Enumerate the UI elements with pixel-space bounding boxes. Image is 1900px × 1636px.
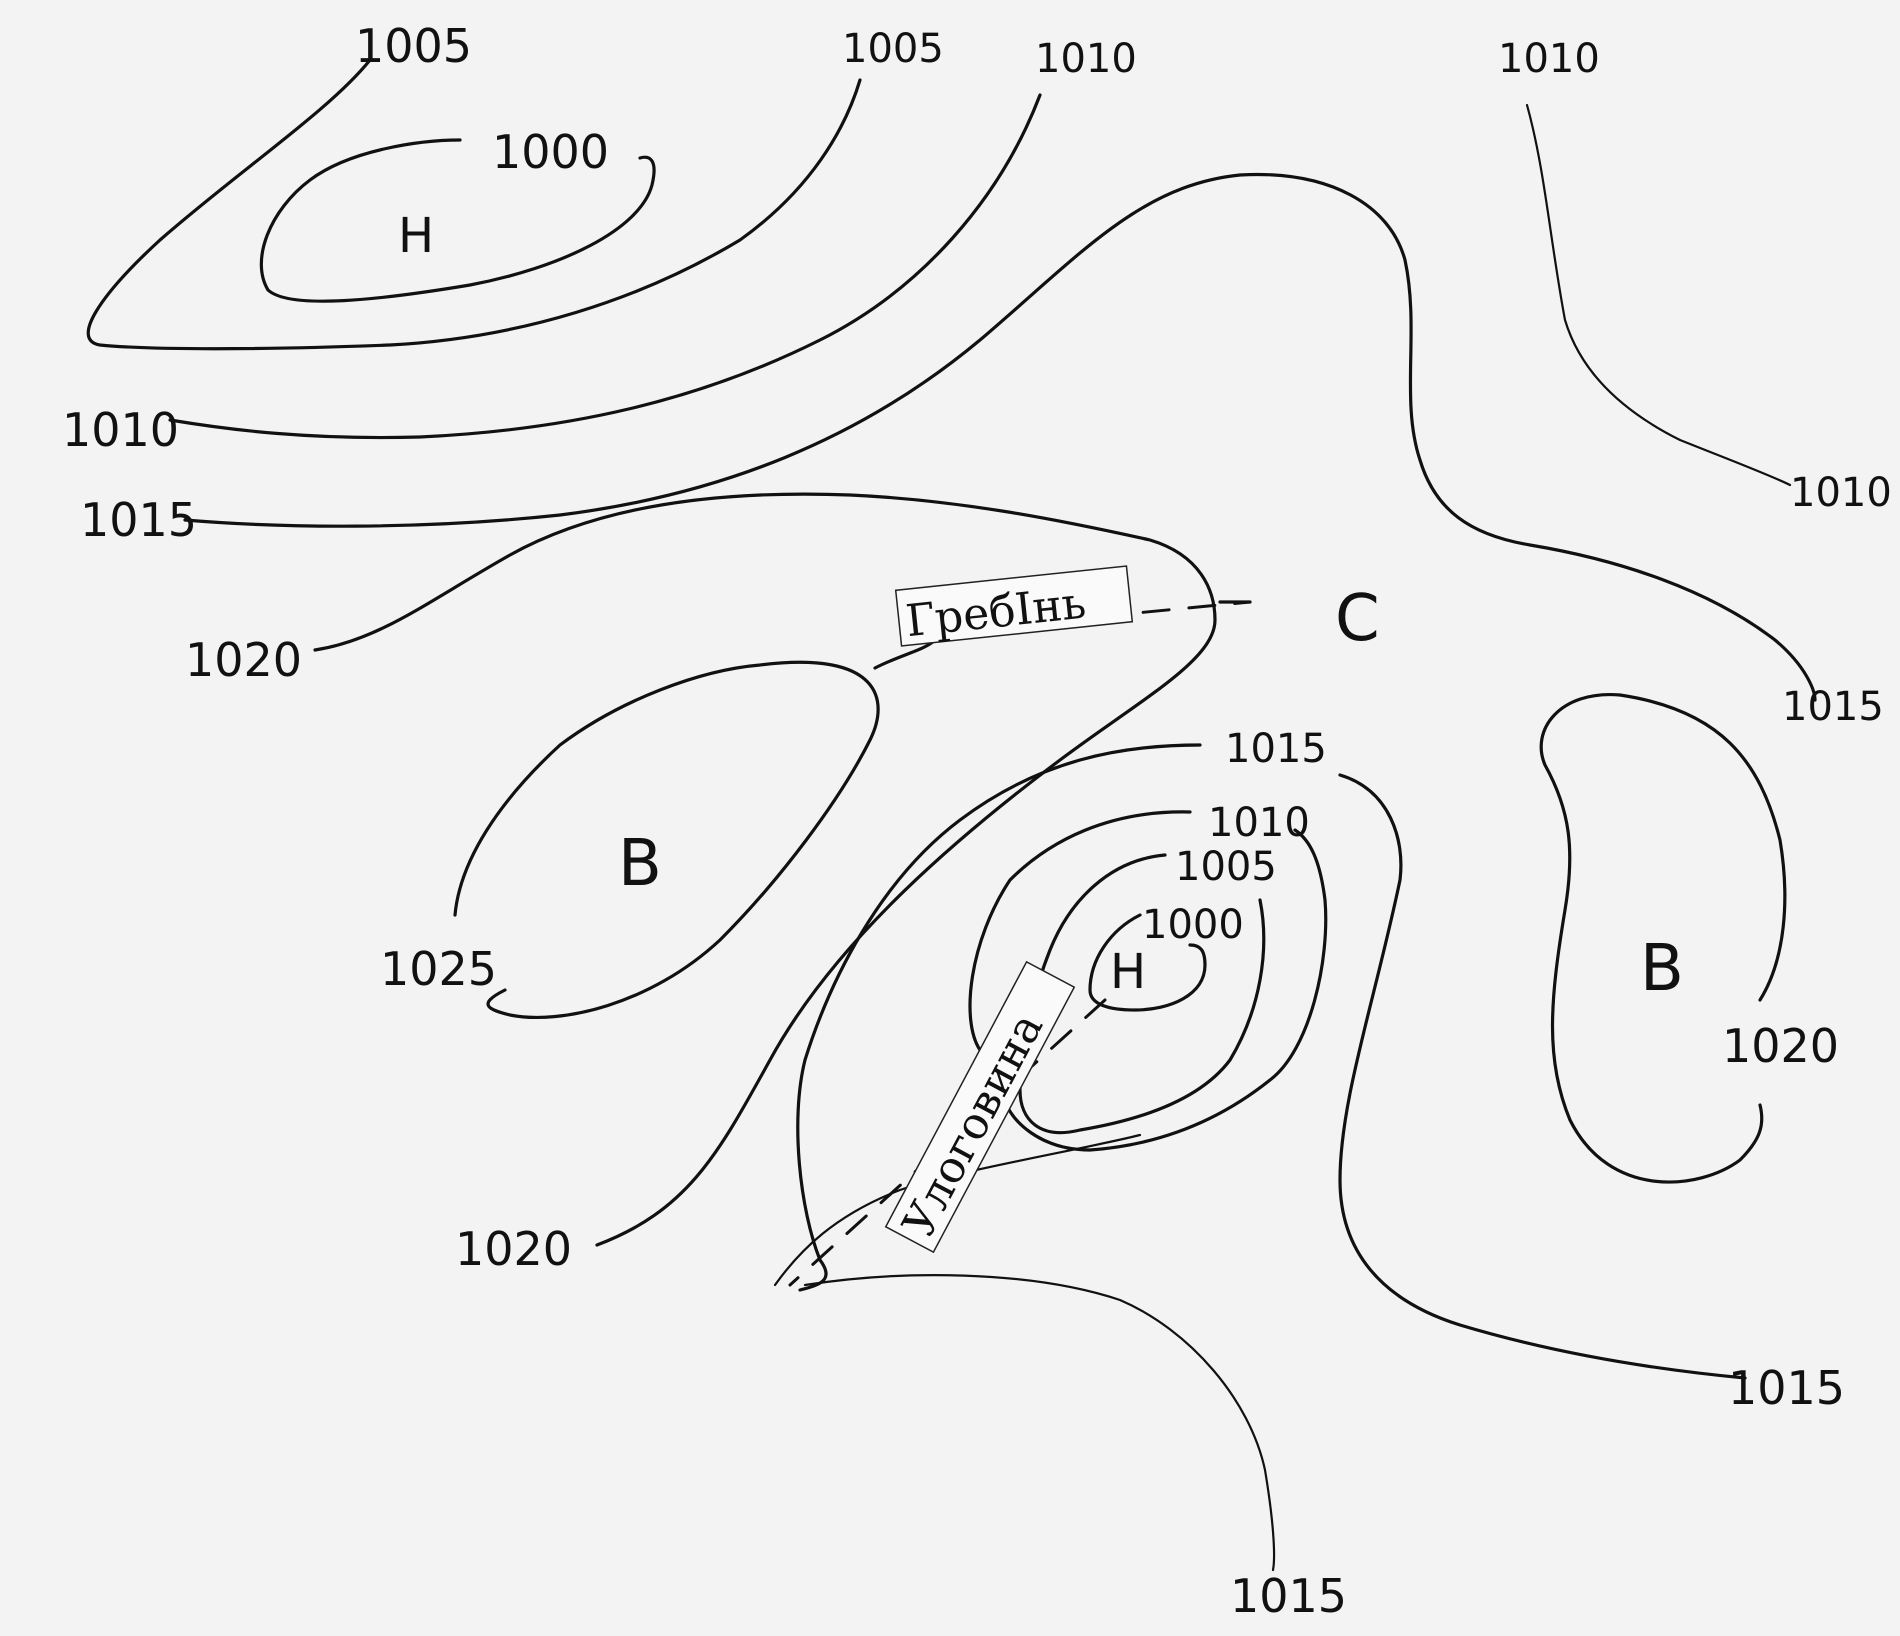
label-1020-bottom: 1020: [455, 1222, 572, 1276]
isobar-1010-central: [968, 810, 1328, 1152]
label-1010-top-b: 1010: [1498, 36, 1600, 82]
isobar-1015-south: [803, 1274, 1276, 1572]
center-saddle: С: [1335, 582, 1380, 656]
isobar-1015-north: [183, 172, 1817, 702]
trough-label: Улоговина: [893, 1005, 1053, 1246]
isobar-1020-ridge: [313, 492, 1217, 1247]
center-high-east: В: [1640, 932, 1684, 1006]
label-1010-central: 1010: [1208, 800, 1310, 846]
isobar-1010-north: [168, 93, 1042, 440]
isobar-1020-east: [1539, 693, 1787, 1184]
label-1020-left: 1020: [185, 633, 302, 687]
center-low-nw: Н: [398, 208, 434, 264]
label-1015-central: 1015: [1225, 726, 1327, 772]
label-1010-left: 1010: [62, 403, 179, 457]
label-1015-southeast: 1015: [1728, 1361, 1845, 1415]
isobar-1005-central: [1018, 853, 1266, 1135]
trough-label-plate: [884, 960, 1076, 1254]
isobar-1025-west: [453, 660, 880, 1019]
center-high-west: В: [618, 827, 662, 901]
trough-axis-line: [788, 998, 1107, 1287]
label-1010-top-a: 1010: [1035, 36, 1137, 82]
isobar-1000-nw: [259, 138, 656, 303]
label-1015-bottom: 1015: [1230, 1569, 1347, 1623]
center-low-central: Н: [1110, 944, 1146, 1000]
label-1015-left: 1015: [80, 493, 197, 547]
label-1000-central: 1000: [1142, 902, 1244, 948]
label-1005-top-mid: 1005: [842, 26, 944, 72]
isobar-1010-northeast: [1525, 103, 1792, 487]
label-1025-west: 1025: [380, 942, 497, 996]
label-1015-right: 1015: [1782, 684, 1884, 730]
label-1005-central: 1005: [1175, 844, 1277, 890]
label-1010-right: 1010: [1790, 470, 1892, 516]
isobar-1015-east-south: [1338, 773, 1747, 1380]
label-1020-east: 1020: [1722, 1019, 1839, 1073]
label-1000-nw: 1000: [492, 125, 609, 179]
isobar-1005-nw: [86, 58, 862, 351]
label-1005-top-left: 1005: [355, 19, 472, 73]
isobar-1000-central: [1088, 913, 1207, 1012]
ridge-label-plate: [894, 565, 1134, 647]
